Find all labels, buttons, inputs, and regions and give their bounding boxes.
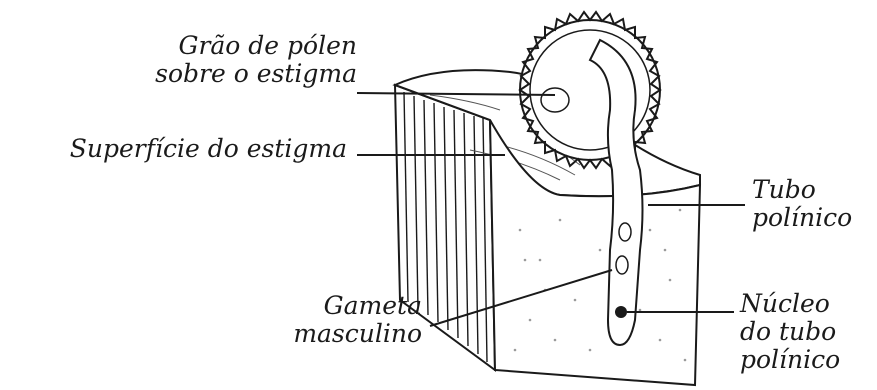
label-pollen-tube-line2: polínico [752, 204, 852, 232]
label-tube-nucleus-line3: polínico [740, 346, 840, 374]
label-tube-nucleus-line1: Núcleo [740, 290, 840, 318]
label-pollen-grain: Grão de pólen sobre o estigma [155, 32, 357, 88]
label-pollen-grain-line2: sobre o estigma [155, 60, 357, 88]
label-pollen-tube-line1: Tubo [752, 176, 852, 204]
label-male-gamete-line2: masculino [293, 320, 422, 348]
male-gamete-lower [616, 256, 628, 274]
label-pollen-tube: Tubo polínico [752, 176, 852, 232]
label-tube-nucleus: Núcleo do tubo polínico [740, 290, 840, 374]
male-gamete-upper [619, 223, 631, 241]
tube-nucleus [615, 306, 627, 318]
label-male-gamete-line1: Gameta [293, 292, 422, 320]
label-male-gamete: Gameta masculino [293, 292, 422, 348]
label-tube-nucleus-line2: do tubo [740, 318, 840, 346]
label-pollen-grain-line1: Grão de pólen [155, 32, 357, 60]
label-stigma-surface-line1: Superfície do estigma [70, 135, 347, 163]
label-stigma-surface: Superfície do estigma [70, 135, 347, 163]
